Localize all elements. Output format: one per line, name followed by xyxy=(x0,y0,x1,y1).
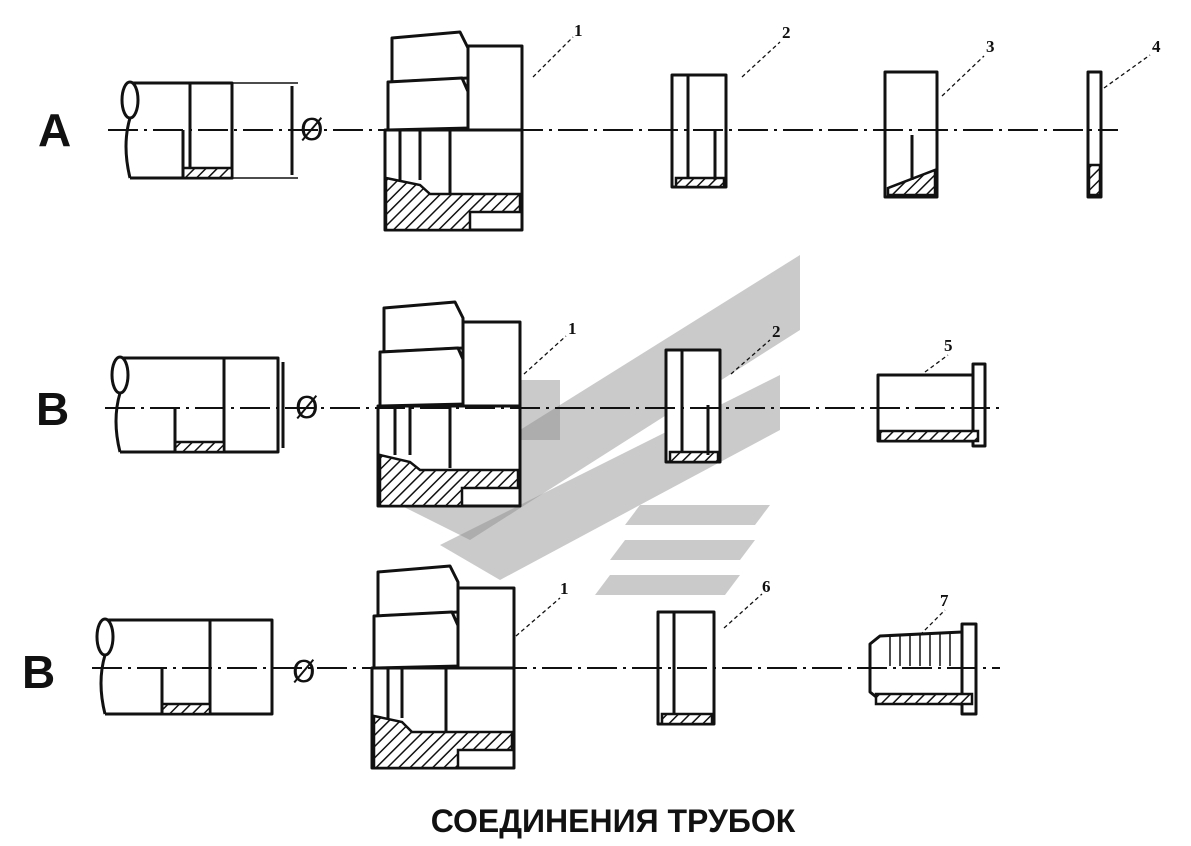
diagram-title: СОЕДИНЕНИЯ ТРУБОК xyxy=(431,803,796,839)
row-c: B Ø xyxy=(22,564,1000,770)
row-b-letter: B xyxy=(36,383,69,435)
callout-c-1: 1 xyxy=(560,579,569,598)
row-a: A Ø xyxy=(38,21,1161,232)
callout-a-1: 1 xyxy=(574,21,583,40)
washer-a-4 xyxy=(1086,70,1103,199)
sleeve-b-2 xyxy=(664,348,722,464)
callout-a-3: 3 xyxy=(986,37,995,56)
nut-c xyxy=(370,564,516,770)
pipe-c xyxy=(95,617,274,716)
row-c-diameter-symbol: Ø xyxy=(292,655,316,690)
row-c-letter: B xyxy=(22,646,55,698)
callout-b-5: 5 xyxy=(944,336,953,355)
pipe-b xyxy=(110,355,285,454)
callout-a-2: 2 xyxy=(782,23,791,42)
row-a-letter: A xyxy=(38,104,71,156)
callout-c-6: 6 xyxy=(762,577,771,596)
callout-c-7: 7 xyxy=(940,591,949,610)
callout-a-4: 4 xyxy=(1152,37,1161,56)
ring-a-3 xyxy=(883,70,939,199)
nut-b xyxy=(376,300,522,508)
callout-b-2: 2 xyxy=(772,322,781,341)
callout-b-1: 1 xyxy=(568,319,577,338)
row-b: B Ø xyxy=(36,300,1005,508)
bushing-b-5 xyxy=(876,362,987,448)
nut-a xyxy=(383,30,524,232)
